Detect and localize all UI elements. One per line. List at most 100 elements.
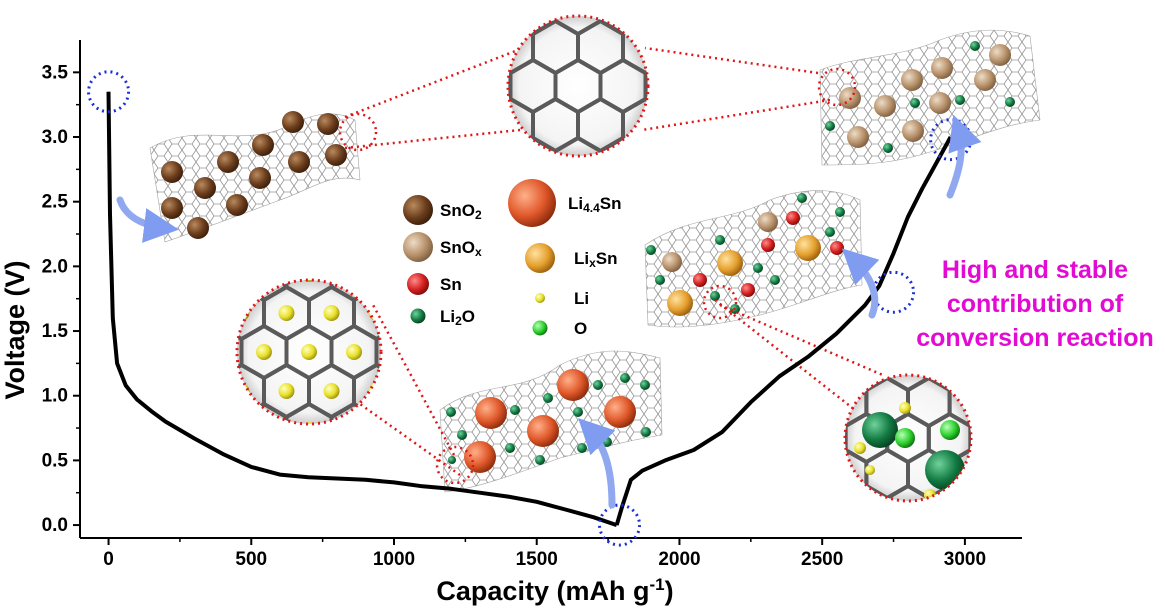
- li-atom: [211, 344, 227, 360]
- atom: [535, 455, 545, 465]
- atom: [825, 121, 835, 131]
- atom: [710, 291, 720, 301]
- atom: [931, 57, 953, 79]
- zoom-connectors: [344, 46, 886, 477]
- legend-label-main: Sn: [440, 275, 462, 294]
- legend-label-after: O: [462, 307, 475, 326]
- atom: [527, 415, 559, 447]
- legend-label-sub: 2: [455, 314, 462, 328]
- state-marker-circle: [598, 503, 642, 547]
- atom: [161, 197, 183, 219]
- atom: [194, 177, 216, 199]
- y-tick-label: 2.5: [42, 192, 69, 213]
- li-atom: [368, 383, 381, 399]
- atom: [715, 235, 725, 245]
- graphene-ring: [553, 135, 603, 156]
- atom: [910, 98, 920, 108]
- y-tick-label: 1.0: [42, 386, 68, 407]
- y-axis-title: Voltage (V): [0, 260, 30, 399]
- charge-curve: [614, 136, 953, 526]
- zoom-lens-conversion: [843, 373, 973, 503]
- x-axis-title-main: Capacity (mAh g: [436, 576, 649, 606]
- atom: [924, 489, 936, 501]
- atom: [577, 443, 587, 453]
- legend-label: SnO2: [440, 201, 482, 222]
- legend-label-main: SnO: [440, 201, 475, 220]
- atom: [655, 275, 665, 285]
- li-atom: [255, 422, 272, 424]
- graphene-ring: [845, 483, 890, 501]
- annotation: High and stable contribution of conversi…: [916, 256, 1154, 352]
- graphene-ring: [845, 411, 848, 465]
- atom: [717, 250, 743, 276]
- atom: [862, 412, 898, 448]
- graphene-ring: [374, 323, 381, 381]
- atom: [874, 95, 896, 117]
- atom: [593, 380, 603, 390]
- atom: [448, 456, 456, 464]
- legend-swatch: [403, 232, 433, 262]
- zoom-lens-lithiated: [211, 278, 407, 426]
- atom: [895, 428, 915, 448]
- snox-graphene-sheet: [819, 29, 1041, 166]
- atom: [604, 396, 636, 428]
- legend-label-main: Li: [440, 307, 455, 326]
- li-atom: [278, 383, 295, 399]
- li-atom: [346, 422, 363, 424]
- li-atom: [346, 344, 363, 360]
- atom: [641, 427, 651, 437]
- atom: [640, 380, 650, 390]
- li-atom: [237, 383, 250, 399]
- annotation-line-1: High and stable: [942, 256, 1128, 284]
- li-atom: [237, 305, 250, 321]
- li-atom: [391, 344, 407, 360]
- graphene-ring: [284, 401, 334, 424]
- graphene-ring: [885, 483, 931, 501]
- atom: [970, 41, 980, 51]
- atom: [925, 450, 965, 490]
- atom: [288, 151, 310, 173]
- state-marker-circle: [872, 270, 916, 314]
- atom: [226, 194, 248, 216]
- legend-swatch: [403, 195, 433, 225]
- graphene-ring: [508, 57, 513, 115]
- legend-label: Li: [574, 289, 589, 308]
- atom: [786, 211, 800, 225]
- li-atom: [323, 383, 340, 399]
- state-arrows: [116, 114, 982, 509]
- legend-swatch: [532, 320, 548, 336]
- li-atom: [255, 280, 272, 282]
- atom: [825, 227, 835, 237]
- atom: [761, 238, 775, 252]
- sno2-graphene-sheet: [149, 111, 361, 243]
- plot-series: [106, 91, 953, 527]
- y-tick-label: 3.5: [42, 62, 69, 83]
- atom: [758, 212, 778, 232]
- atom: [929, 92, 951, 114]
- legend-label: Li2O: [440, 307, 475, 328]
- graphene-ring: [508, 135, 558, 156]
- legend-swatch: [535, 293, 545, 303]
- atom: [475, 397, 507, 429]
- atom: [974, 69, 996, 91]
- graphene-ring: [237, 323, 244, 381]
- legend-label-main: O: [574, 319, 587, 338]
- atom: [573, 407, 583, 417]
- legend-label: Li4.4Sn: [568, 194, 622, 215]
- atom: [217, 151, 239, 173]
- y-tick-label: 0.0: [42, 515, 68, 536]
- legend-label-main: Li: [574, 289, 589, 308]
- atom: [865, 465, 875, 475]
- x-tick-label: 500: [235, 549, 267, 570]
- legend-label: SnOx: [440, 238, 482, 259]
- atom: [795, 235, 821, 261]
- x-tick-label: 2500: [801, 549, 843, 570]
- li-atom: [346, 280, 363, 282]
- lixsn-graphene-sheet: [644, 190, 863, 328]
- x-tick-label: 3000: [944, 549, 986, 570]
- li44sn-graphene-sheet: [439, 350, 663, 493]
- atom: [662, 252, 682, 272]
- legend-label-after: Sn: [600, 194, 622, 213]
